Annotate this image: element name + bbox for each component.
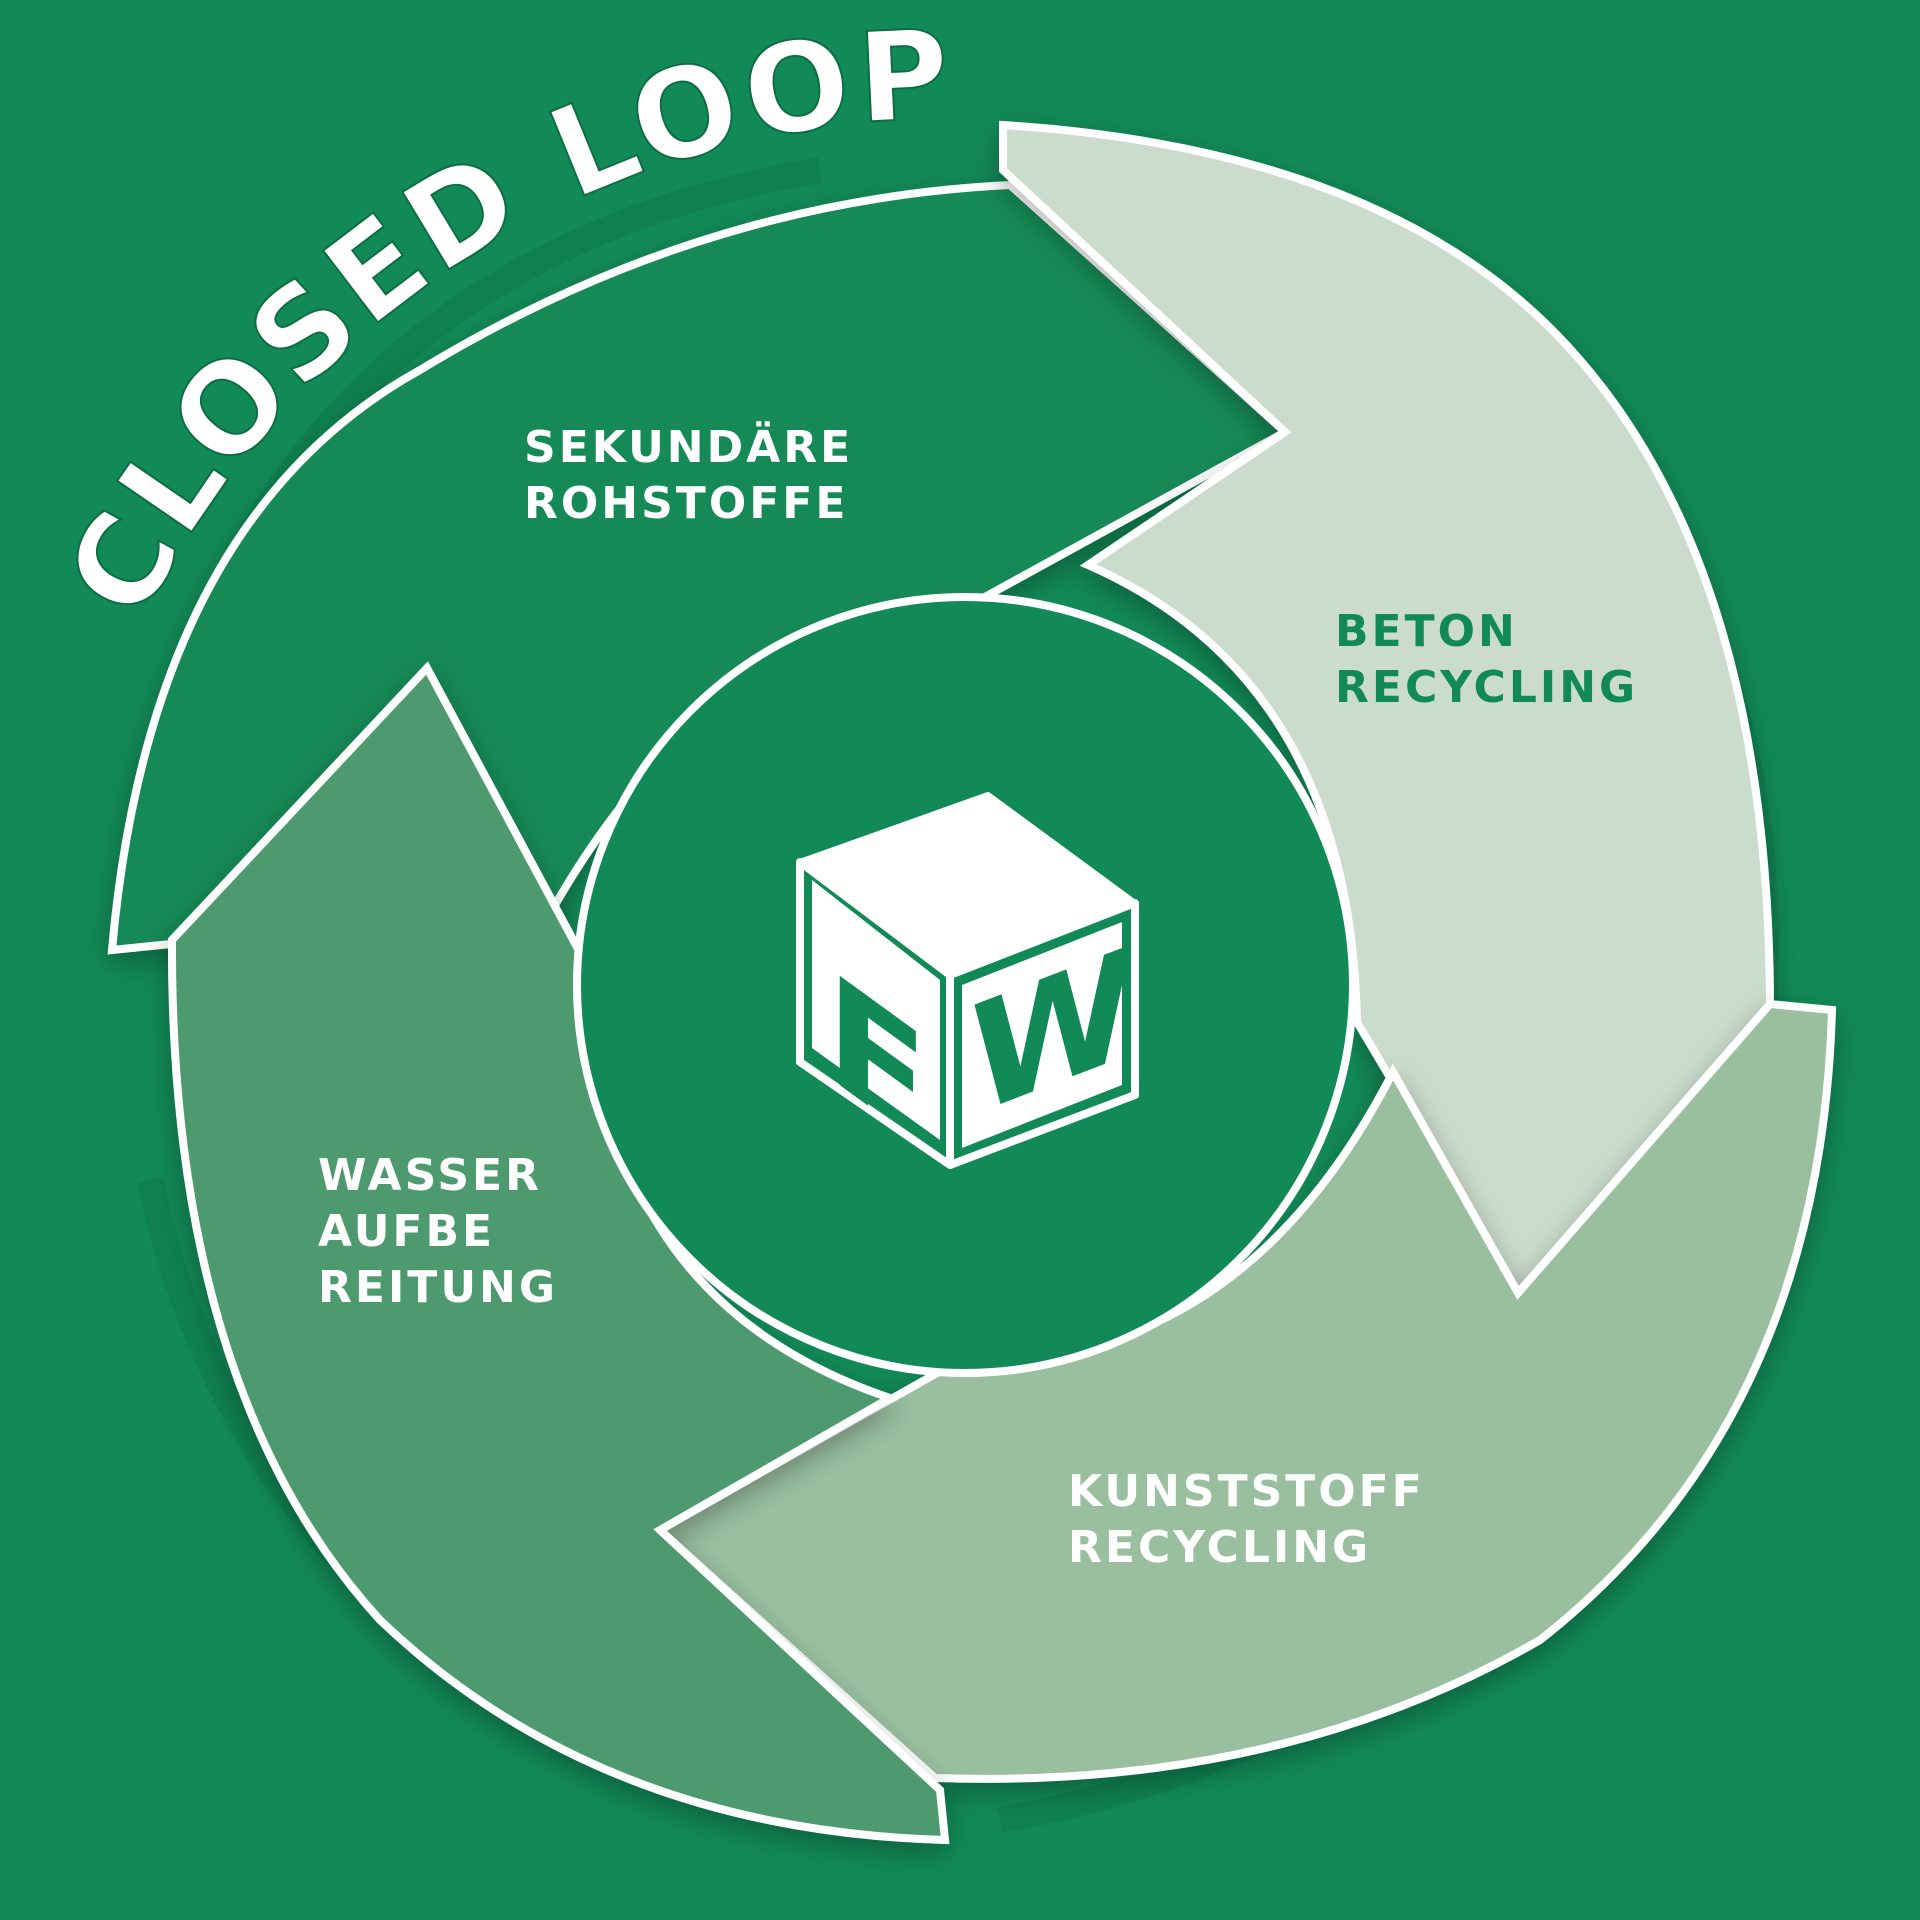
label-kunststoff-recycling: KUNSTSTOFF RECYCLING	[1068, 1466, 1443, 1573]
label-wasser-aufbereitung: WASSER AUFBE REITUNG	[318, 1150, 560, 1313]
arrow-wasser-aufbereitung	[167, 661, 950, 1845]
cube-left-panel	[812, 880, 940, 1140]
fw-cube-logo: F W	[796, 792, 1139, 1185]
arrow-beton-recycling	[999, 120, 1775, 1300]
cube-right-panel	[962, 922, 1122, 1148]
arrow-kunststoff-recycling	[653, 999, 1837, 1783]
label-sekundaere-rohstoffe: SEKUNDÄRE ROHSTOFFE	[524, 420, 871, 529]
label-beton-recycling: BETON RECYCLING	[1335, 606, 1638, 713]
